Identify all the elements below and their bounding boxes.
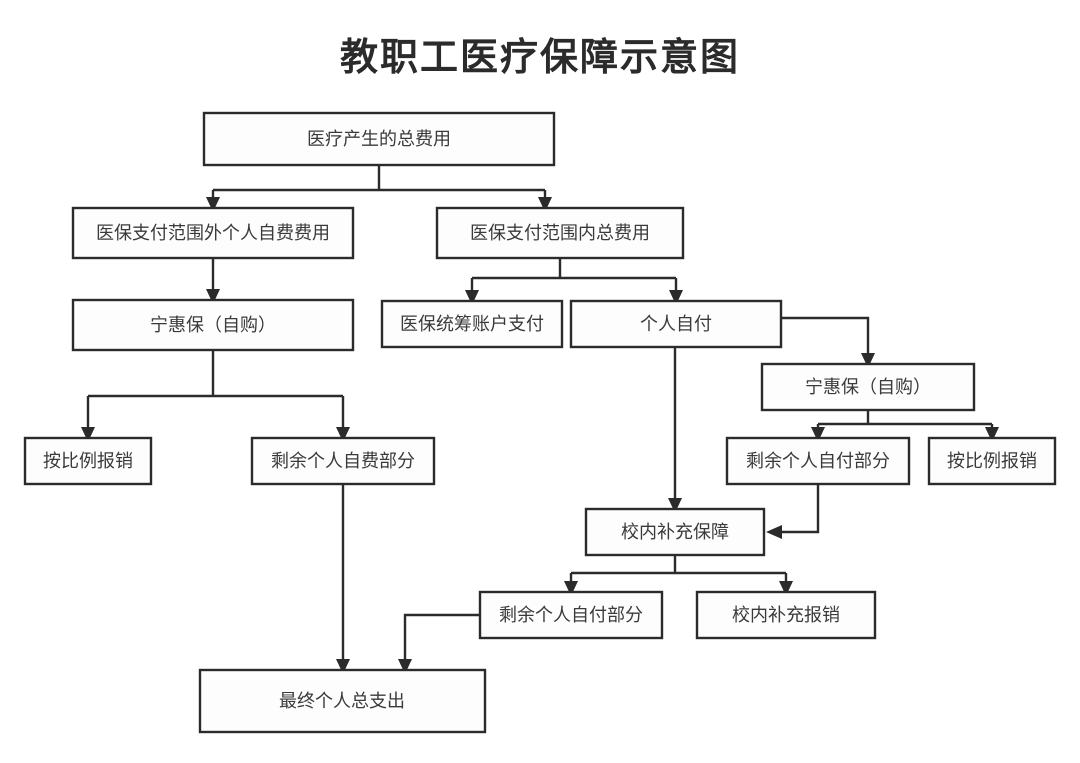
edge-arrow-n13-n15 bbox=[398, 659, 412, 674]
node-out-of-coverage-self-pay[interactable]: 医保支付范围外个人自费费用 bbox=[71, 206, 355, 260]
node-label: 校内补充报销 bbox=[732, 605, 840, 625]
node-final-personal-total-expense[interactable]: 最终个人总支出 bbox=[198, 668, 487, 734]
edge-n10-n12 bbox=[780, 484, 820, 534]
node-medical-total-cost[interactable]: 医疗产生的总费用 bbox=[202, 111, 556, 167]
node-label: 医保统筹账户支付 bbox=[400, 314, 544, 334]
node-remaining-self-pay[interactable]: 剩余个人自费部分 bbox=[250, 436, 436, 486]
edge-arrow-n3-n6 bbox=[669, 290, 683, 305]
node-in-coverage-total[interactable]: 医保支付范围内总费用 bbox=[435, 206, 685, 260]
node-campus-supplementary-reimbursement[interactable]: 校内补充报销 bbox=[695, 590, 877, 640]
node-label: 按比例报销 bbox=[43, 451, 133, 471]
node-label: 按比例报销 bbox=[947, 451, 1037, 471]
node-label: 医保支付范围内总费用 bbox=[470, 223, 650, 243]
edge-arrow-n2-n4 bbox=[206, 289, 220, 304]
edge-arrow-n6-n7 bbox=[861, 353, 875, 368]
node-label: 医保支付范围外个人自费费用 bbox=[96, 223, 330, 243]
edge-n13-n15 bbox=[403, 613, 480, 664]
node-ninghuibao-right[interactable]: 宁惠保（自购） bbox=[760, 362, 976, 412]
node-remaining-copayment-upper[interactable]: 剩余个人自付部分 bbox=[725, 436, 911, 486]
node-label: 剩余个人自费部分 bbox=[271, 451, 415, 471]
node-remaining-copayment-lower[interactable]: 剩余个人自付部分 bbox=[478, 590, 664, 640]
node-label: 宁惠保（自购） bbox=[805, 377, 931, 397]
page-title: 教职工医疗保障示意图 bbox=[339, 37, 740, 79]
edge-n12-split bbox=[569, 555, 788, 586]
node-layer: 医疗产生的总费用 医保支付范围外个人自费费用 医保支付范围内总费用 宁惠保（自购… bbox=[23, 111, 1057, 734]
node-label: 剩余个人自付部分 bbox=[499, 605, 643, 625]
edge-arrow-n12-n13 bbox=[564, 581, 578, 596]
node-label: 医疗产生的总费用 bbox=[307, 129, 451, 149]
edge-arrow-n7-n10 bbox=[811, 427, 825, 442]
edge-n1-split bbox=[211, 165, 547, 202]
node-individual-copayment[interactable]: 个人自付 bbox=[569, 299, 783, 349]
edge-arrow-n9-n15 bbox=[336, 659, 350, 674]
edge-arrow-n1-n3 bbox=[538, 197, 552, 212]
edge-arrow-n4-n8 bbox=[81, 427, 95, 442]
edge-arrow-n4-n9 bbox=[336, 427, 350, 442]
edge-n3-split bbox=[470, 258, 678, 295]
edge-n6-n7 bbox=[781, 316, 870, 358]
node-label: 宁惠保（自购） bbox=[150, 315, 276, 335]
edge-arrow-n1-n2 bbox=[206, 197, 220, 212]
edge-arrow-n7-n11 bbox=[985, 427, 999, 442]
edge-arrow-n12-n14 bbox=[779, 581, 793, 596]
node-label: 校内补充保障 bbox=[621, 522, 729, 542]
edge-n7-split bbox=[816, 410, 994, 432]
node-ninghuibao-left[interactable]: 宁惠保（自购） bbox=[71, 298, 355, 352]
node-campus-supplementary-coverage[interactable]: 校内补充保障 bbox=[584, 507, 766, 557]
node-proportional-reimbursement-right[interactable]: 按比例报销 bbox=[927, 436, 1057, 486]
edge-arrow-n6-n12 bbox=[668, 498, 682, 513]
edge-arrow-n10-n12 bbox=[766, 525, 782, 539]
node-label: 剩余个人自付部分 bbox=[746, 451, 890, 471]
node-pooled-account-payment[interactable]: 医保统筹账户支付 bbox=[380, 299, 564, 349]
node-proportional-reimbursement-left[interactable]: 按比例报销 bbox=[23, 436, 153, 486]
node-label: 个人自付 bbox=[640, 314, 712, 334]
node-label: 最终个人总支出 bbox=[279, 691, 405, 711]
edge-arrow-n3-n5 bbox=[465, 290, 479, 305]
edge-n4-split bbox=[86, 350, 345, 432]
edge-layer bbox=[81, 165, 999, 674]
